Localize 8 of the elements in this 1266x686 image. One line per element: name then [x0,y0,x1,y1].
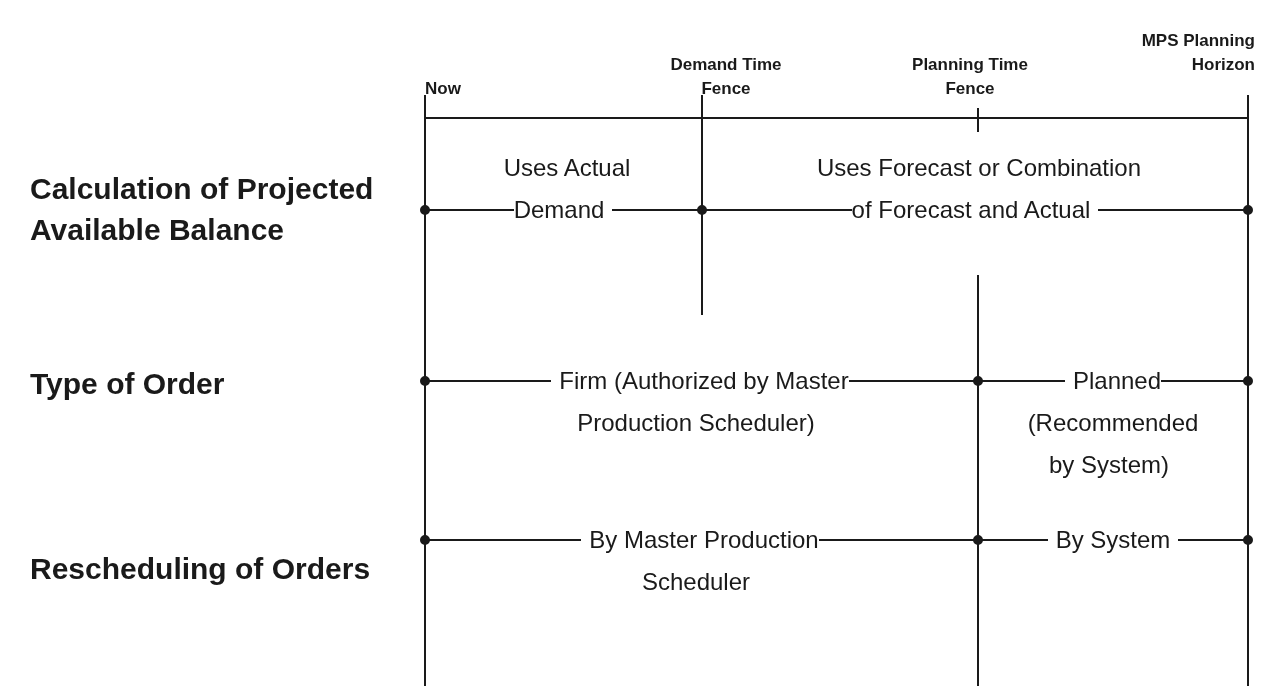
time-point-label: MPS Planning Horizon [1140,30,1255,76]
segment-label: By System [1018,519,1208,561]
row-heading: Calculation of Projected Available Balance [30,171,375,248]
time-point-label: Planning Time Fence [911,54,1029,100]
row-heading: Rescheduling of Orders [30,551,372,587]
time-point-label: Now [425,78,462,100]
row-heading: Type of Order [30,366,226,402]
time-point-label: Demand Time Fence [669,54,783,100]
